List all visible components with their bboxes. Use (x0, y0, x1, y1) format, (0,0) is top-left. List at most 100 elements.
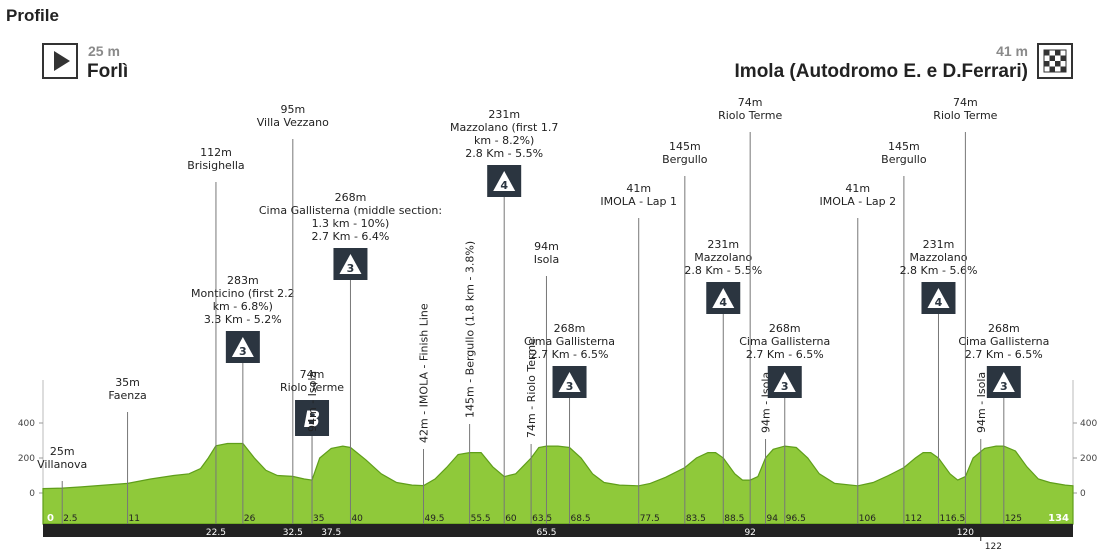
finish-location: Imola (Autodromo E. e D.Ferrari) (734, 61, 1028, 82)
point-name: Brisighella (187, 159, 245, 172)
point-altitude: 94m (534, 240, 559, 253)
point-name: Riolo Terme (933, 109, 997, 122)
km-tick-label: 60 (505, 514, 517, 524)
km-tick-label: 125 (1005, 514, 1022, 524)
mountain-icon (927, 288, 950, 308)
y-tick-label-left: 400 (18, 419, 35, 429)
point-altitude: 74m (953, 96, 978, 109)
climb-altitude: 268m (988, 322, 1020, 335)
start-altitude: 25 m (88, 43, 120, 59)
km-tick-label: 116.5 (939, 514, 965, 524)
climb-description: 3.3 Km - 5.2% (204, 313, 282, 326)
mountain-icon (712, 288, 735, 308)
point-name: Bergullo (662, 153, 708, 166)
kom-category-number: 3 (239, 345, 247, 358)
km-tick-label: 37.5 (321, 528, 341, 538)
y-tick-label-left: 200 (18, 454, 35, 464)
climb-description: 2.7 Km - 6.5% (746, 348, 824, 361)
kom-category-number: 4 (500, 179, 508, 192)
climb-description: Mazzolano (909, 251, 967, 264)
kom-category-number: 3 (1000, 380, 1008, 393)
km-tick-label: 63.5 (532, 514, 552, 524)
start-flag-icon (42, 43, 78, 79)
km-tick-label: 35 (313, 514, 324, 524)
climb-description: Mazzolano (694, 251, 752, 264)
km-tick-label: 32.5 (283, 528, 303, 538)
vertical-point-label: 94m - Isola (306, 371, 319, 432)
sprint-badge-letter: B (304, 408, 321, 433)
point-altitude: 145m (669, 140, 701, 153)
vertical-point-label: 74m - Riolo Terme (525, 338, 538, 438)
point-altitude: 145m (888, 140, 920, 153)
sprint-badge (295, 400, 330, 436)
km-tick-label: 0 (47, 513, 54, 524)
point-altitude: 112m (200, 146, 232, 159)
finish-altitude: 41 m (996, 43, 1028, 59)
mountain-icon (231, 337, 254, 357)
km-tick-label: 11 (129, 514, 140, 524)
km-tick-label: 94 (767, 514, 779, 524)
point-altitude: 41m (845, 182, 870, 195)
mountain-icon (773, 372, 796, 392)
mountain-icon (493, 171, 516, 191)
mountain-icon (558, 372, 581, 392)
km-tick-label: 2.5 (63, 514, 77, 524)
point-name: Bergullo (881, 153, 927, 166)
km-tick-label: 68.5 (571, 514, 591, 524)
point-altitude: 41m (626, 182, 651, 195)
vertical-point-label: 94m - Isola (975, 372, 988, 433)
start-location: Forlì (87, 61, 129, 82)
km-tick-label: 112 (905, 514, 922, 524)
y-tick-label-right: 400 (1080, 419, 1097, 429)
climb-description: 2.8 Km - 5.6% (900, 264, 978, 277)
point-altitude: 95m (280, 103, 305, 116)
km-tick-label: 92 (744, 528, 755, 538)
km-tick-label: 83.5 (686, 514, 706, 524)
vertical-point-label: 145m - Bergullo (1.8 km - 3.8%) (464, 241, 477, 418)
point-name: IMOLA - Lap 2 (819, 195, 896, 208)
climb-description: Cima Gallisterna (958, 335, 1049, 348)
km-tick-label: 122 (985, 542, 1002, 552)
climb-description: Monticino (first 2.2 (191, 287, 295, 300)
climb-altitude: 231m (923, 238, 955, 251)
vertical-point-label: 42m - IMOLA - Finish Line (417, 303, 430, 443)
point-name: Villa Vezzano (257, 116, 329, 129)
kom-category-number: 3 (781, 380, 789, 393)
point-altitude: 35m (115, 376, 140, 389)
km-tick-label: 55.5 (471, 514, 491, 524)
climb-description: 2.7 Km - 6.4% (312, 230, 390, 243)
climb-altitude: 268m (335, 191, 367, 204)
climb-altitude: 231m (488, 108, 520, 121)
sprint-name: Riolo Terme (280, 381, 344, 394)
y-tick-label-left: 0 (29, 489, 35, 499)
kom-category-number: 4 (719, 296, 727, 309)
point-name: Isola (534, 253, 560, 266)
km-tick-label: 65.5 (536, 528, 556, 538)
climb-description: Cima Gallisterna (524, 335, 615, 348)
km-bar (43, 524, 1073, 537)
climb-description: Mazzolano (first 1.7 (450, 121, 558, 134)
finish-flag-icon (1037, 43, 1073, 79)
kom-category-number: 3 (347, 262, 355, 275)
climb-altitude: 231m (707, 238, 739, 251)
point-altitude: 25m (50, 445, 75, 458)
km-tick-label: 96.5 (786, 514, 806, 524)
page-title: Profile (6, 6, 59, 25)
climb-description: 2.8 Km - 5.5% (465, 147, 543, 160)
kom-category-number: 3 (566, 380, 574, 393)
climb-description: 2.7 Km - 6.5% (531, 348, 609, 361)
y-tick-label-right: 0 (1080, 489, 1086, 499)
point-name: IMOLA - Lap 1 (600, 195, 677, 208)
km-tick-label: 22.5 (206, 528, 226, 538)
point-name: Riolo Terme (718, 109, 782, 122)
kom-category-number: 4 (935, 296, 943, 309)
km-tick-label: 88.5 (724, 514, 744, 524)
mountain-icon (992, 372, 1015, 392)
km-tick-label: 40 (351, 514, 363, 524)
climb-altitude: 268m (554, 322, 586, 335)
sprint-altitude: 74m (300, 368, 325, 381)
km-tick-label: 120 (957, 528, 974, 538)
climb-description: Cima Gallisterna (middle section: (259, 204, 442, 217)
point-name: Villanova (37, 458, 87, 471)
